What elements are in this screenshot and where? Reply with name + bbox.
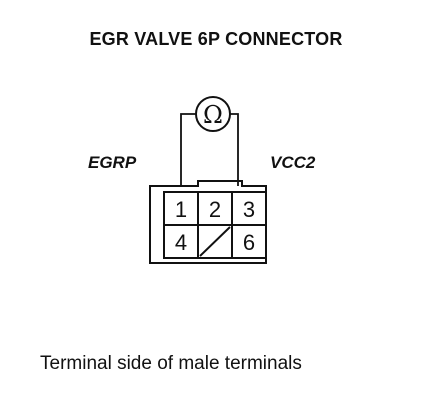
diagram-title: EGR VALVE 6P CONNECTOR xyxy=(89,29,343,49)
connector-housing xyxy=(149,180,267,264)
pin-6-label: 6 xyxy=(243,230,255,255)
left-probe-lead xyxy=(180,113,196,186)
empty-cavity-slash xyxy=(199,226,231,257)
terminal-label-egrp: EGRP xyxy=(88,153,137,172)
pin-4-label: 4 xyxy=(175,230,187,255)
terminal-label-vcc2: VCC2 xyxy=(270,153,316,172)
ohm-label: Ω xyxy=(203,101,223,129)
pin-2-label: 2 xyxy=(209,197,221,222)
diagram-caption: Terminal side of male terminals xyxy=(40,353,302,374)
right-probe-lead xyxy=(230,113,239,186)
pin-3-label: 3 xyxy=(243,197,255,222)
pin-1-label: 1 xyxy=(175,197,187,222)
